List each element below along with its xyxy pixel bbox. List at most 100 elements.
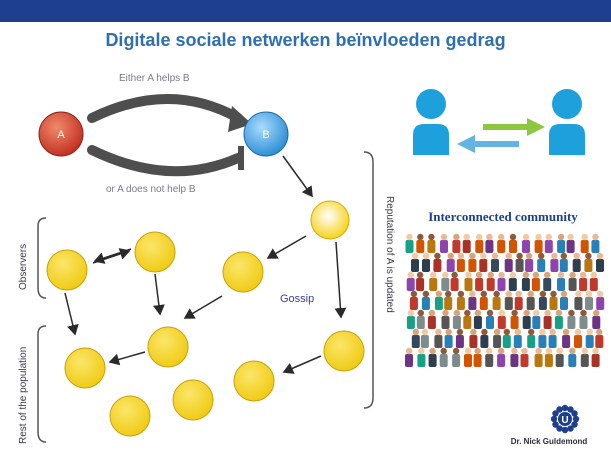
exchange-arrows-icon [457,118,545,153]
rest-bracket [37,325,47,443]
crowd-person [468,290,477,310]
crowd-person [406,271,415,291]
crowd-person [538,328,547,348]
crowd-person [559,252,568,272]
person-left-icon [413,89,449,155]
crowd-person [568,347,577,367]
person-right-icon [549,89,585,155]
crowd-person [456,290,465,310]
crowd-person [475,271,484,291]
crowd-person [514,290,523,310]
crowd-person [497,271,506,291]
crowd-person [434,328,443,348]
header-bar [0,0,611,22]
crowd-person [532,309,541,329]
crowd-person [464,271,473,291]
crowd-person [549,290,558,310]
node-4 [147,326,189,368]
crowd-person [411,328,420,348]
crowd-person [491,252,499,272]
crowd-person [504,290,513,310]
crowd-person [543,271,552,291]
crowd-person [427,233,436,253]
crowd-person [411,252,419,272]
crowd-person [568,271,577,291]
crowd-person [544,347,553,367]
crowd-person [479,252,488,272]
reputation-label: Reputation of A is updated [384,196,395,313]
observers-bracket [37,217,47,299]
crowd-person [510,309,519,329]
crowd-person [434,290,443,310]
crowd-person [585,328,594,348]
crowd-person [508,271,517,291]
crowd-person [589,271,598,291]
crowd-person [531,271,540,291]
crowd-person [493,328,502,348]
node-b-label: B [262,129,269,141]
crowd-person [416,309,425,329]
crowd-person [579,309,588,329]
gossip-label: Gossip [280,293,314,305]
crowd-person [580,233,589,253]
crowd-person [468,252,477,272]
crowd-person [444,328,453,348]
crowd-person [405,233,414,253]
crowd-person [450,271,459,291]
crowd-person [455,328,464,348]
node-observer-2 [134,231,176,273]
crowd-person [555,347,564,367]
crowd-person [416,233,425,253]
crowd-person [522,233,530,253]
node-5 [64,347,106,389]
crowd-person [417,347,426,367]
not-helps-arrow [87,145,243,177]
crowd-person [560,290,568,310]
crowd-person [485,233,494,253]
crowd-person [409,290,418,310]
crowd-person [562,328,571,348]
crowd-person [444,290,453,310]
crowd-person [548,328,557,348]
crowd-person [439,347,448,367]
crowd-person [485,347,494,367]
crowd-person [480,328,489,348]
crowd-person [441,271,450,291]
crowd-person [567,309,576,329]
crowd-person [591,233,600,253]
reputation-bracket [363,151,374,409]
crowd-person [473,347,482,367]
crowd-person [579,271,588,291]
node-3 [222,251,264,293]
helps-label: Either A helps B [119,73,190,84]
crowd-person [441,309,450,329]
crowd-person [422,252,430,272]
crowd-person [502,328,511,348]
crowd-person [526,290,535,310]
community-title: Interconnected community [428,209,578,224]
crowd-person [504,252,513,272]
crowd-person [497,347,506,367]
crowd-person [554,309,563,329]
crowd-person [416,271,425,291]
crowd-person [464,347,472,367]
crowd-person [521,271,530,291]
crowd-person [440,233,448,253]
crowd-person [538,290,547,310]
crowd-person [509,233,517,253]
not-helps-label: or A does not help B [106,184,196,195]
crowd-person [525,252,534,272]
university-logo-icon: U [550,404,580,434]
crowd-person [596,290,605,310]
crowd-person [522,309,531,329]
node-a-label: A [57,129,65,141]
crowd-person [544,233,553,253]
crowd-person [585,290,593,310]
crowd-person [486,271,495,291]
crowd-person [473,309,482,329]
node-7 [233,360,275,402]
observers-label: Observers [18,244,29,290]
svg-text:U: U [561,415,568,426]
crowd-person [520,347,529,367]
crowd-person [428,347,437,367]
